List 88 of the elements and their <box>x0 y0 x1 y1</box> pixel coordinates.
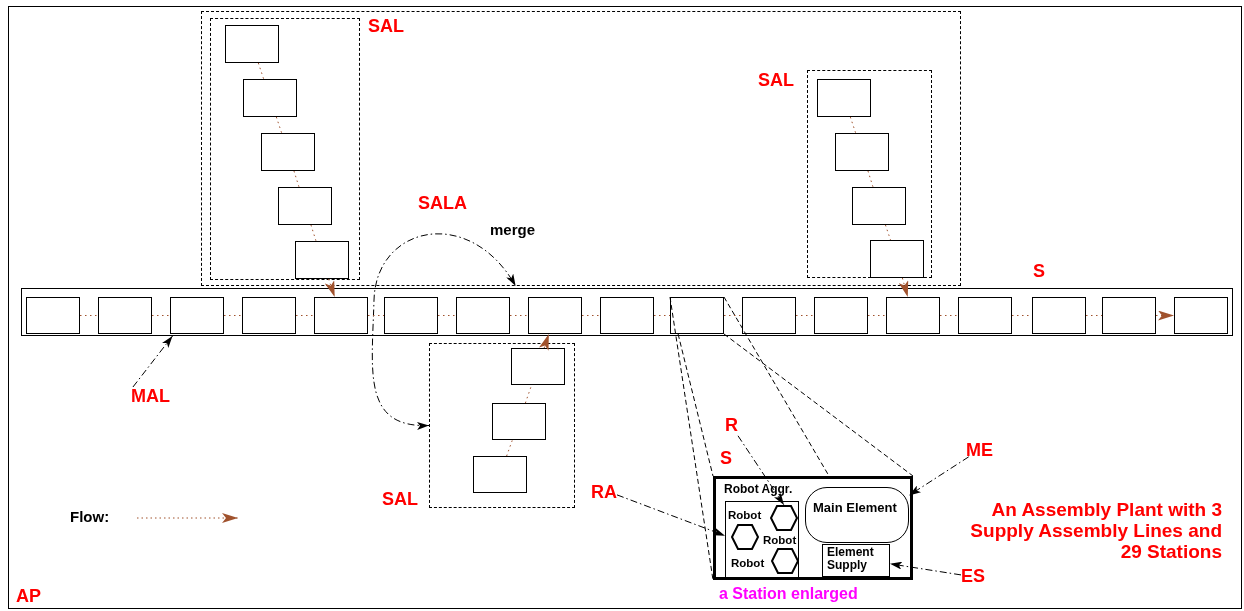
leader-line <box>616 494 726 537</box>
line-label: S <box>720 449 732 469</box>
flow-line <box>295 315 315 316</box>
flow-line <box>310 224 317 242</box>
flow-line <box>939 315 959 316</box>
station-box <box>817 79 871 117</box>
diagram-title: An Assembly Plant with 3 Supply Assembly Lines and 29 Stations <box>969 500 1222 563</box>
station-box <box>21 288 1233 336</box>
station-box <box>852 187 906 225</box>
station-box <box>886 297 940 334</box>
station-box <box>170 297 224 334</box>
callout-label: ES <box>961 567 985 587</box>
flow-line <box>509 315 529 316</box>
supply-box <box>822 544 890 577</box>
flow-line <box>524 384 533 404</box>
box-label: Robot <box>763 534 797 547</box>
merge-arrow <box>371 233 517 430</box>
leader-line <box>889 561 962 576</box>
callout-label: ME <box>966 441 993 461</box>
flow-arrow <box>324 278 336 298</box>
station-box <box>835 133 889 171</box>
zoom-line <box>669 296 914 581</box>
callout-label: R <box>725 416 738 436</box>
station-box <box>1174 297 1228 334</box>
station-box <box>492 403 546 440</box>
flow-arrow <box>898 277 909 298</box>
plant-frame <box>8 6 1242 609</box>
station-box <box>261 133 315 171</box>
flow-arrow <box>1155 310 1175 321</box>
flow-line <box>723 315 743 316</box>
flow-line <box>849 116 857 134</box>
box-label: Main Element <box>813 501 897 516</box>
station-box <box>742 297 796 334</box>
line-label: AP <box>16 587 41 607</box>
station-label: S <box>1033 262 1045 282</box>
flow-line <box>867 170 874 188</box>
station-box <box>314 297 368 334</box>
flow-line <box>795 315 815 316</box>
flow-line <box>151 315 171 316</box>
leader-line <box>908 456 970 496</box>
flow-line <box>884 224 892 241</box>
leader-line <box>132 335 173 388</box>
flow-line <box>257 62 265 80</box>
station-box <box>870 240 924 278</box>
station-box <box>295 241 349 279</box>
box-label: Robot <box>731 557 765 570</box>
leader-line <box>737 435 785 506</box>
station-box <box>814 297 868 334</box>
flow-line <box>79 315 99 316</box>
legend-label: Flow: <box>70 509 110 526</box>
station-box <box>98 297 152 334</box>
flow-line <box>293 170 300 188</box>
node-label: a Station enlarged <box>719 585 858 603</box>
flow-arrow <box>539 333 550 351</box>
station-box <box>26 297 80 334</box>
station-box <box>243 79 297 117</box>
box-label: Element Supply <box>827 546 875 573</box>
station-box <box>1032 297 1086 334</box>
flow-line <box>506 439 513 457</box>
station-box <box>958 297 1012 334</box>
station-box <box>1102 297 1156 334</box>
station-box <box>670 297 724 334</box>
flow-line <box>1085 315 1103 316</box>
line-label: SAL <box>368 17 404 37</box>
rounded-box <box>805 487 909 543</box>
flow-line <box>223 315 243 316</box>
station-box <box>242 297 296 334</box>
station-box <box>456 297 510 334</box>
flow-line <box>867 315 887 316</box>
station-box <box>511 348 565 385</box>
station-box <box>473 456 527 493</box>
callout-label: RA <box>591 483 617 503</box>
flow-line <box>437 315 457 316</box>
station-box <box>225 25 279 63</box>
callout-label: MAL <box>131 387 170 407</box>
flow-line <box>367 315 385 316</box>
line-label: SAL <box>758 71 794 91</box>
box-label: Robot <box>728 509 762 522</box>
line-label: SALA <box>418 194 467 214</box>
station-box <box>278 187 332 225</box>
flow-line <box>275 116 283 134</box>
station-box <box>528 297 582 334</box>
flow-line <box>581 315 601 316</box>
station-box <box>600 297 654 334</box>
flow-line <box>653 315 671 316</box>
line-label: SAL <box>382 490 418 510</box>
box-label: Robot Aggr. <box>724 483 793 497</box>
station-box <box>384 297 438 334</box>
